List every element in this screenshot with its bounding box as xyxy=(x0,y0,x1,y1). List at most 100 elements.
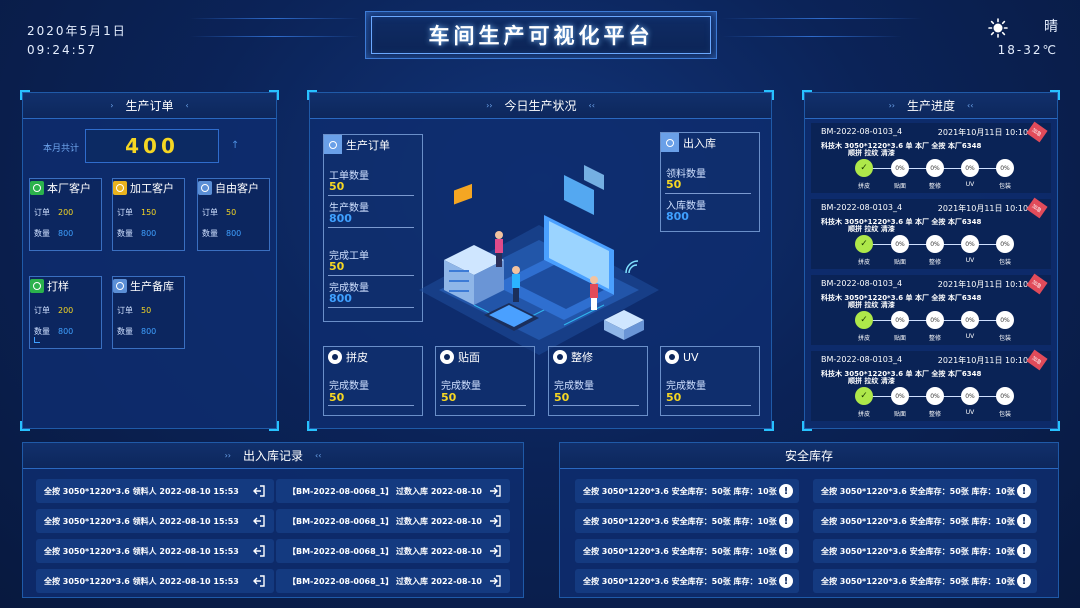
record-text: 全按 3050*1220*3.6 领料人 2022-08-10 15:53 xyxy=(44,576,239,586)
step-label: UV xyxy=(965,409,975,416)
step-label: 贴面 xyxy=(893,335,906,342)
step-indicator: 0% xyxy=(891,235,909,253)
person-icon xyxy=(665,350,679,364)
exit-icon xyxy=(252,544,266,558)
temperature-text: 18-32℃ xyxy=(997,43,1058,57)
step-indicator: 0% xyxy=(961,235,979,253)
step-label: 包装 xyxy=(998,259,1011,266)
enter-icon xyxy=(488,574,502,588)
record-row-out[interactable]: 全按 3050*1220*3.6 领料人 2022-08-10 15:53 xyxy=(36,539,274,563)
today-panel: ››今日生产状况‹‹ 生产订单 工单数量 50 生产数量 800 完成工单 50… xyxy=(307,90,774,431)
order-code: BM-2022-08-0103_4 xyxy=(821,355,903,364)
safety-text: 全按 3050*1220*3.6 安全库存：50张 库存：10张 xyxy=(821,516,1015,526)
process-box: UV 完成数量 50 xyxy=(660,346,760,416)
enter-icon xyxy=(488,484,502,498)
warning-icon: ! xyxy=(1017,544,1031,558)
up-arrow-icon: ↑ xyxy=(231,140,240,151)
step-indicator: ✓ xyxy=(855,387,873,405)
record-row-in[interactable]: 【BM-2022-08-0068_1】 过数入库 2022-08-10 xyxy=(276,569,510,593)
person-icon xyxy=(113,278,127,293)
time-text: 09:24:57 xyxy=(27,43,97,57)
step-indicator: ✓ xyxy=(855,235,873,253)
progress-item[interactable]: BM-2022-08-0103_4 2021年10月11日 10:10:10 科技木… xyxy=(811,197,1051,269)
step-label: 包装 xyxy=(998,183,1011,190)
record-row-in[interactable]: 【BM-2022-08-0068_1】 过数入库 2022-08-10 xyxy=(276,539,510,563)
order-detail: 科技木 3050*1220*3.6 单 本厂 全按 本厂6348 xyxy=(821,218,982,226)
step-indicator: 0% xyxy=(996,235,1014,253)
person-icon xyxy=(328,350,342,364)
safety-row[interactable]: 全按 3050*1220*3.6 安全库存：50张 库存：10张! xyxy=(575,479,799,503)
enter-icon xyxy=(488,514,502,528)
warning-icon: ! xyxy=(779,574,793,588)
safety-row[interactable]: 全按 3050*1220*3.6 安全库存：50张 库存：10张! xyxy=(575,509,799,533)
monthly-total: 400 xyxy=(85,129,219,163)
warning-icon: ! xyxy=(1017,514,1031,528)
step-label: 整修 xyxy=(928,335,941,342)
step-indicator: 0% xyxy=(926,159,944,177)
process-box: 整修 完成数量 50 xyxy=(548,346,648,416)
progress-panel-title: ››生产进度‹‹ xyxy=(805,93,1057,119)
safety-text: 全按 3050*1220*3.6 安全库存：50张 库存：10张 xyxy=(821,486,1015,496)
step-label: 贴面 xyxy=(893,183,906,190)
safety-row[interactable]: 全按 3050*1220*3.6 安全库存：50张 库存：10张! xyxy=(813,479,1037,503)
record-row-out[interactable]: 全按 3050*1220*3.6 领料人 2022-08-10 15:53 xyxy=(36,509,274,533)
warning-icon: ! xyxy=(779,514,793,528)
safety-row[interactable]: 全按 3050*1220*3.6 安全库存：50张 库存：10张! xyxy=(813,539,1037,563)
record-text: 全按 3050*1220*3.6 领料人 2022-08-10 15:53 xyxy=(44,546,239,556)
safety-text: 全按 3050*1220*3.6 安全库存：50张 库存：10张 xyxy=(821,546,1015,556)
safety-row[interactable]: 全按 3050*1220*3.6 安全库存：50张 库存：10张! xyxy=(813,569,1037,593)
safety-row[interactable]: 全按 3050*1220*3.6 安全库存：50张 库存：10张! xyxy=(575,539,799,563)
process-box: 拼皮 完成数量 50 xyxy=(323,346,423,416)
order-date: 2021年10月11日 10:10:10 xyxy=(937,204,1041,213)
step-label: UV xyxy=(965,333,975,340)
record-text: 【BM-2022-08-0068_1】 过数入库 2022-08-10 xyxy=(288,516,482,526)
step-label: 拼皮 xyxy=(857,335,870,342)
order-code: BM-2022-08-0103_4 xyxy=(821,203,903,212)
safety-text: 全按 3050*1220*3.6 安全库存：50张 库存：10张 xyxy=(583,486,777,496)
record-text: 【BM-2022-08-0068_1】 过数入库 2022-08-10 xyxy=(288,546,482,556)
record-row-in[interactable]: 【BM-2022-08-0068_1】 过数入库 2022-08-10 xyxy=(276,479,510,503)
safety-text: 全按 3050*1220*3.6 安全库存：50张 库存：10张 xyxy=(821,576,1015,586)
person-icon xyxy=(324,135,342,154)
safety-panel-title: 安全库存 xyxy=(560,443,1058,469)
order-process: 顺拼 拉纹 清漆 xyxy=(848,149,895,157)
safety-row[interactable]: 全按 3050*1220*3.6 安全库存：50张 库存：10张! xyxy=(575,569,799,593)
header-line xyxy=(722,18,922,19)
weather-widget: 晴 18-32℃ xyxy=(988,16,1058,57)
person-icon xyxy=(553,350,567,364)
step-label: 贴面 xyxy=(893,411,906,418)
step-indicator: 0% xyxy=(996,387,1014,405)
record-text: 全按 3050*1220*3.6 领料人 2022-08-10 15:53 xyxy=(44,486,239,496)
monthly-label: 本月共计 xyxy=(43,144,80,154)
stock-box: 出入库 领料数量 50 入库数量 800 xyxy=(660,132,760,232)
urgent-stamp: 加急 xyxy=(1026,273,1048,295)
production-order-box: 生产订单 工单数量 50 生产数量 800 完成工单 50 完成数量 800 xyxy=(323,134,423,322)
record-row-out[interactable]: 全按 3050*1220*3.6 领料人 2022-08-10 15:53 xyxy=(36,479,274,503)
today-panel-title: ››今日生产状况‹‹ xyxy=(310,93,771,119)
order-detail: 科技木 3050*1220*3.6 单 本厂 全按 本厂6348 xyxy=(821,370,982,378)
step-indicator: 0% xyxy=(891,311,909,329)
order-code: BM-2022-08-0103_4 xyxy=(821,279,903,288)
step-label: 贴面 xyxy=(893,259,906,266)
order-code: BM-2022-08-0103_4 xyxy=(821,127,903,136)
safety-text: 全按 3050*1220*3.6 安全库存：50张 库存：10张 xyxy=(583,546,777,556)
person-icon xyxy=(661,133,679,152)
header-line xyxy=(722,36,902,37)
warning-icon: ! xyxy=(1017,574,1031,588)
record-row-in[interactable]: 【BM-2022-08-0068_1】 过数入库 2022-08-10 xyxy=(276,509,510,533)
record-row-out[interactable]: 全按 3050*1220*3.6 领料人 2022-08-10 15:53 xyxy=(36,569,274,593)
step-indicator: 0% xyxy=(926,387,944,405)
step-label: UV xyxy=(965,257,975,264)
person-icon xyxy=(30,278,44,293)
page-title: 车间生产可视化平台 xyxy=(371,16,711,54)
safety-row[interactable]: 全按 3050*1220*3.6 安全库存：50张 库存：10张! xyxy=(813,509,1037,533)
